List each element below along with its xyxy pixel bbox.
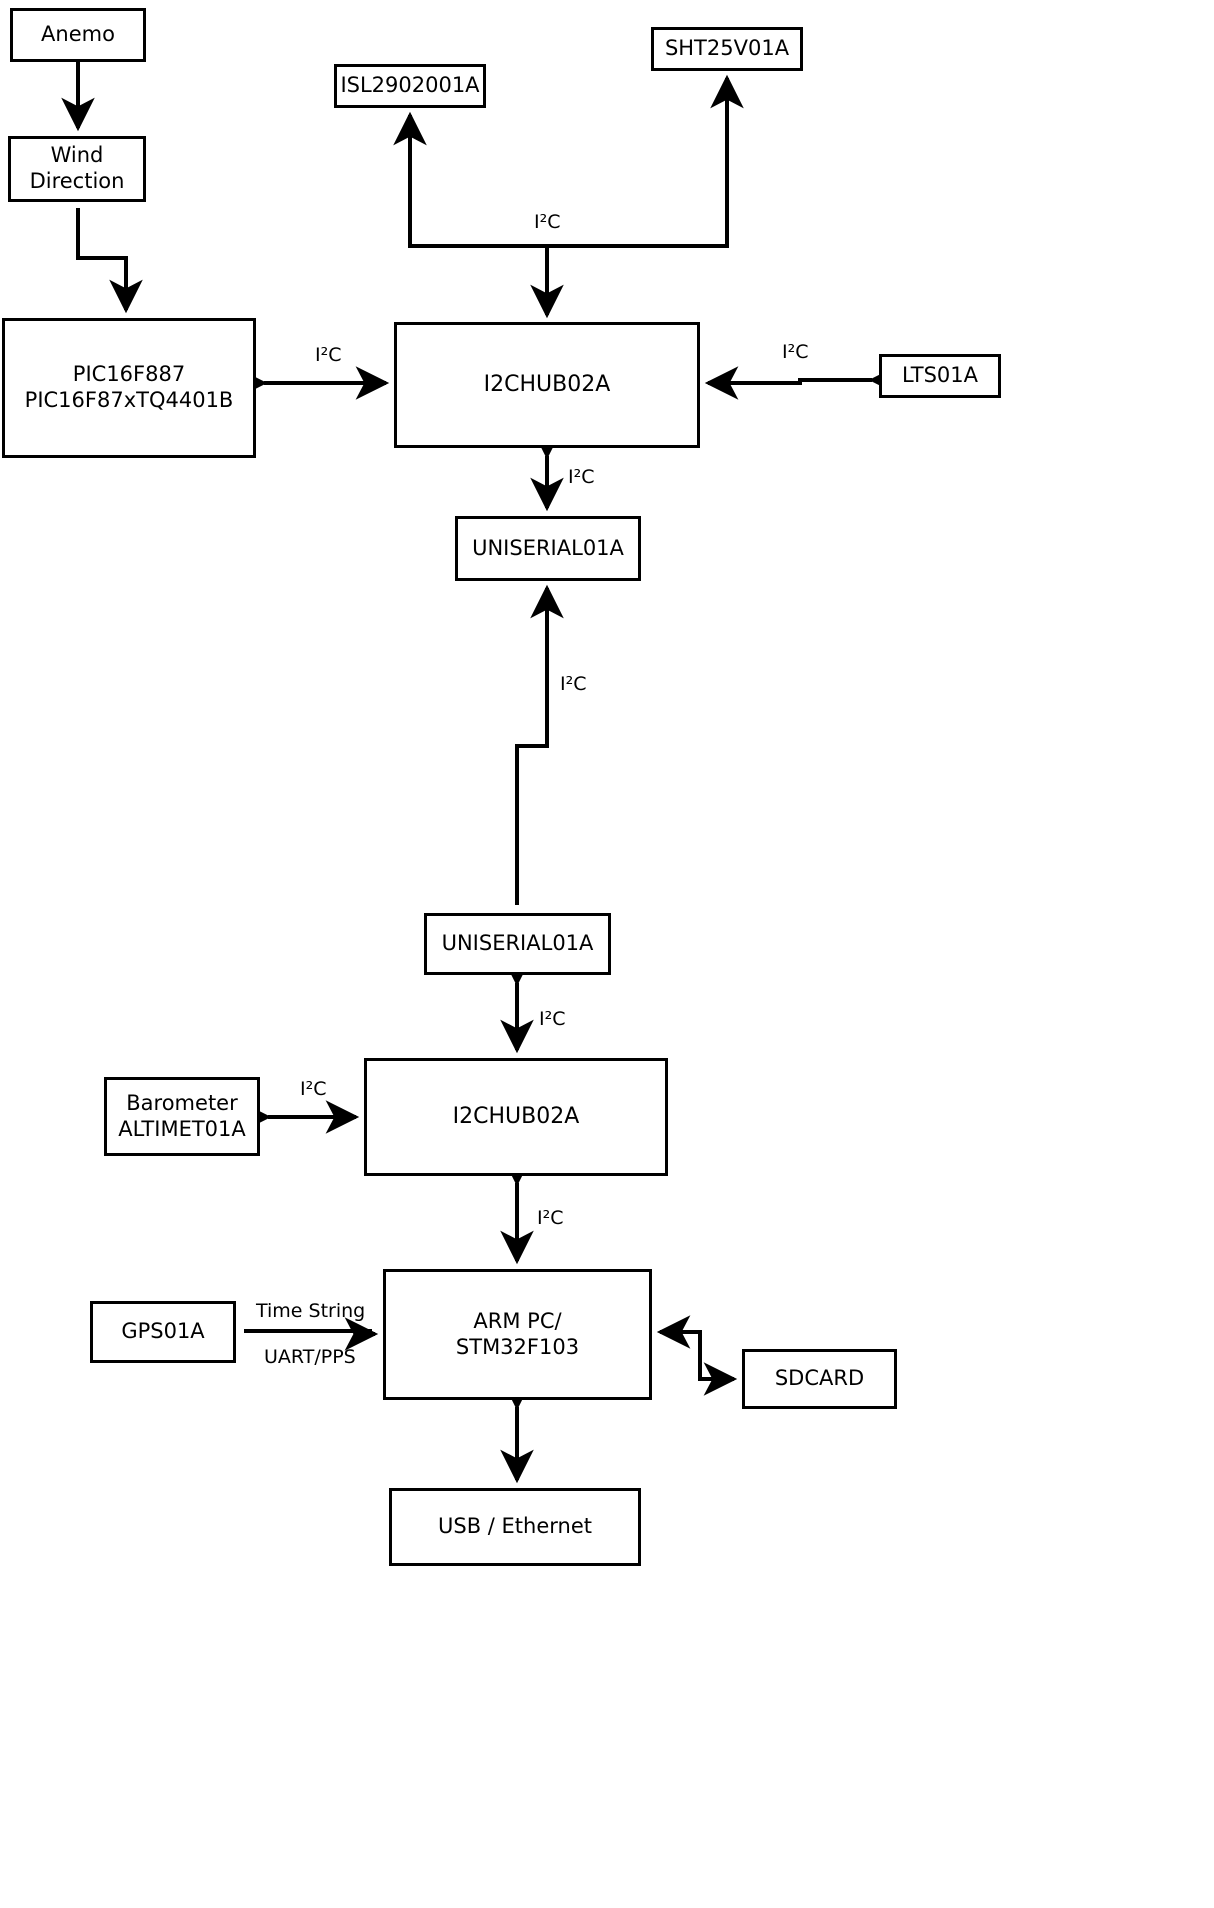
node-arm-pc-stm32f103[interactable]: ARM PC/ STM32F103 (383, 1269, 652, 1400)
node-anemo-label: Anemo (41, 22, 115, 47)
node-sht25v01a-label: SHT25V01A (664, 36, 790, 61)
node-uniserial01a-upper[interactable]: UNISERIAL01A (455, 516, 641, 581)
node-barometer-altimet01a[interactable]: Barometer ALTIMET01A (104, 1077, 260, 1156)
node-isl2902001a[interactable]: ISL2902001A (334, 64, 486, 108)
node-i2chub02a-top-label: I2CHUB02A (483, 371, 611, 397)
node-gps01a[interactable]: GPS01A (90, 1301, 236, 1363)
node-arm-pc-stm32f103-label: ARM PC/ STM32F103 (455, 1308, 580, 1359)
edge-hubtop-lts (704, 363, 903, 400)
node-sht25v01a[interactable]: SHT25V01A (651, 27, 803, 71)
node-lts01a-label: LTS01A (901, 363, 979, 388)
node-uniserial01a-upper-label: UNISERIAL01A (472, 535, 624, 560)
edge-arm-sdcard (698, 1340, 738, 1396)
node-sdcard[interactable]: SDCARD (742, 1349, 897, 1409)
node-wind-direction-label: Wind Direction (29, 143, 125, 193)
edge-label-i2c-rail-top: I²C (534, 211, 561, 233)
node-pic16f887-label: PIC16F887 PIC16F87xTQ4401B (24, 362, 234, 412)
edge-hubtop-isl (393, 111, 549, 315)
edge-hubtop-sht (545, 74, 744, 315)
node-usb-ethernet[interactable]: USB / Ethernet (389, 1488, 641, 1566)
node-i2chub02a-top[interactable]: I2CHUB02A (394, 322, 700, 448)
node-lts01a[interactable]: LTS01A (879, 354, 1001, 398)
node-pic16f887[interactable]: PIC16F887 PIC16F87xTQ4401B (2, 318, 256, 458)
edge-label-i2c-barometer-hub: I²C (300, 1078, 327, 1100)
edge-gps-arm (244, 1317, 379, 1351)
edge-label-i2c-hub-arm: I²C (537, 1207, 564, 1229)
node-uniserial01a-lower[interactable]: UNISERIAL01A (424, 913, 611, 975)
edge-wind-pic (76, 208, 143, 314)
edge-label-uart-pps: UART/PPS (264, 1346, 356, 1368)
edge-uniserlo-uniserup (515, 584, 564, 905)
node-anemo[interactable]: Anemo (10, 8, 146, 62)
node-i2chub02a-bottom[interactable]: I2CHUB02A (364, 1058, 668, 1176)
edge-label-i2c-hub-uniserial: I²C (568, 466, 595, 488)
edge-sdcard-arm (656, 1315, 702, 1379)
node-gps01a-label: GPS01A (121, 1319, 205, 1344)
node-wind-direction[interactable]: Wind Direction (8, 136, 146, 202)
node-i2chub02a-bottom-label: I2CHUB02A (452, 1103, 580, 1129)
node-usb-ethernet-label: USB / Ethernet (438, 1514, 592, 1539)
node-barometer-altimet01a-label: Barometer ALTIMET01A (118, 1090, 246, 1141)
edge-label-i2c-pic-hub: I²C (315, 344, 342, 366)
edge-label-i2c-uniserial-uniserial: I²C (560, 673, 587, 695)
node-uniserial01a-lower-label: UNISERIAL01A (441, 931, 594, 956)
edge-label-time-string: Time String (256, 1300, 366, 1322)
edge-label-i2c-uniserial-hubbottom: I²C (539, 1008, 566, 1030)
node-isl2902001a-label: ISL2902001A (340, 73, 480, 98)
node-sdcard-label: SDCARD (774, 1366, 865, 1391)
edge-label-i2c-hub-lts: I²C (782, 341, 809, 363)
